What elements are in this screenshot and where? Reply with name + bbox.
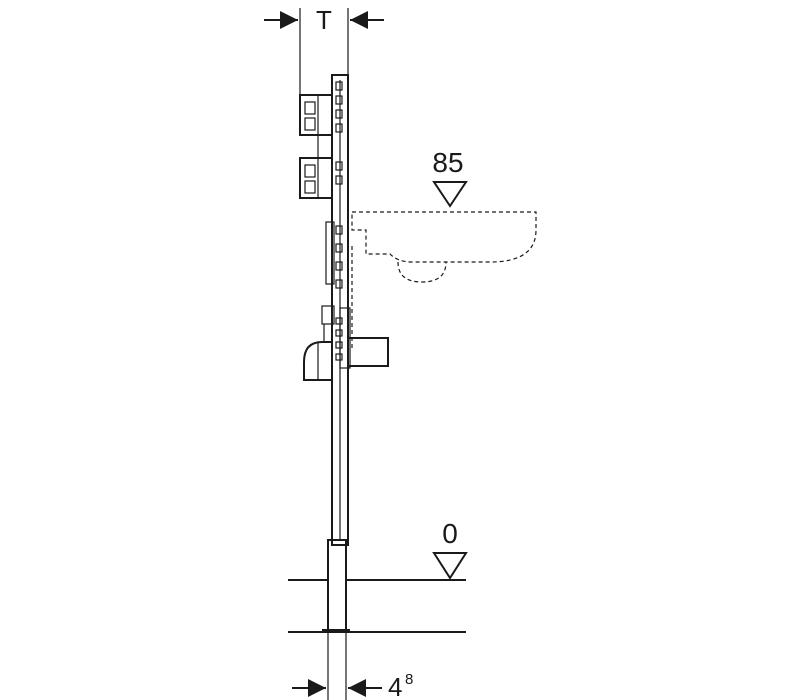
level-0-label: 0 bbox=[442, 518, 458, 549]
frame-upright bbox=[331, 74, 349, 546]
drain-elbow-pipe bbox=[303, 341, 332, 381]
top-dimension-label: T bbox=[316, 5, 332, 35]
frame-leg bbox=[322, 539, 350, 633]
upper-bracket-box-1 bbox=[299, 94, 333, 136]
level-85-label: 85 bbox=[432, 147, 463, 178]
level-marker-85: 85 bbox=[432, 147, 468, 208]
drain-elbow bbox=[303, 305, 335, 381]
frame-slots bbox=[335, 81, 343, 361]
frame-leg-tube bbox=[327, 539, 347, 633]
level-0-triangle bbox=[432, 552, 468, 580]
drain-connector bbox=[339, 307, 351, 369]
top-dimension: T bbox=[264, 5, 384, 100]
bottom-dimension-label: 4 bbox=[388, 672, 402, 700]
bottom-dimension-superscript: 8 bbox=[405, 671, 413, 688]
mid-clamp-plate bbox=[325, 221, 335, 285]
drain-clip bbox=[321, 305, 335, 325]
washbasin-outline bbox=[351, 211, 537, 350]
bottom-dimension: 4 8 bbox=[292, 632, 413, 700]
drain-outlet-box bbox=[347, 337, 389, 367]
washbasin-siphon bbox=[397, 261, 447, 283]
upper-brackets bbox=[299, 94, 333, 199]
level-marker-0: 0 bbox=[432, 518, 468, 580]
upper-bracket-box-2 bbox=[299, 157, 333, 199]
washbasin-bowl bbox=[351, 211, 537, 263]
frame bbox=[299, 74, 389, 633]
level-85-triangle bbox=[432, 181, 468, 208]
